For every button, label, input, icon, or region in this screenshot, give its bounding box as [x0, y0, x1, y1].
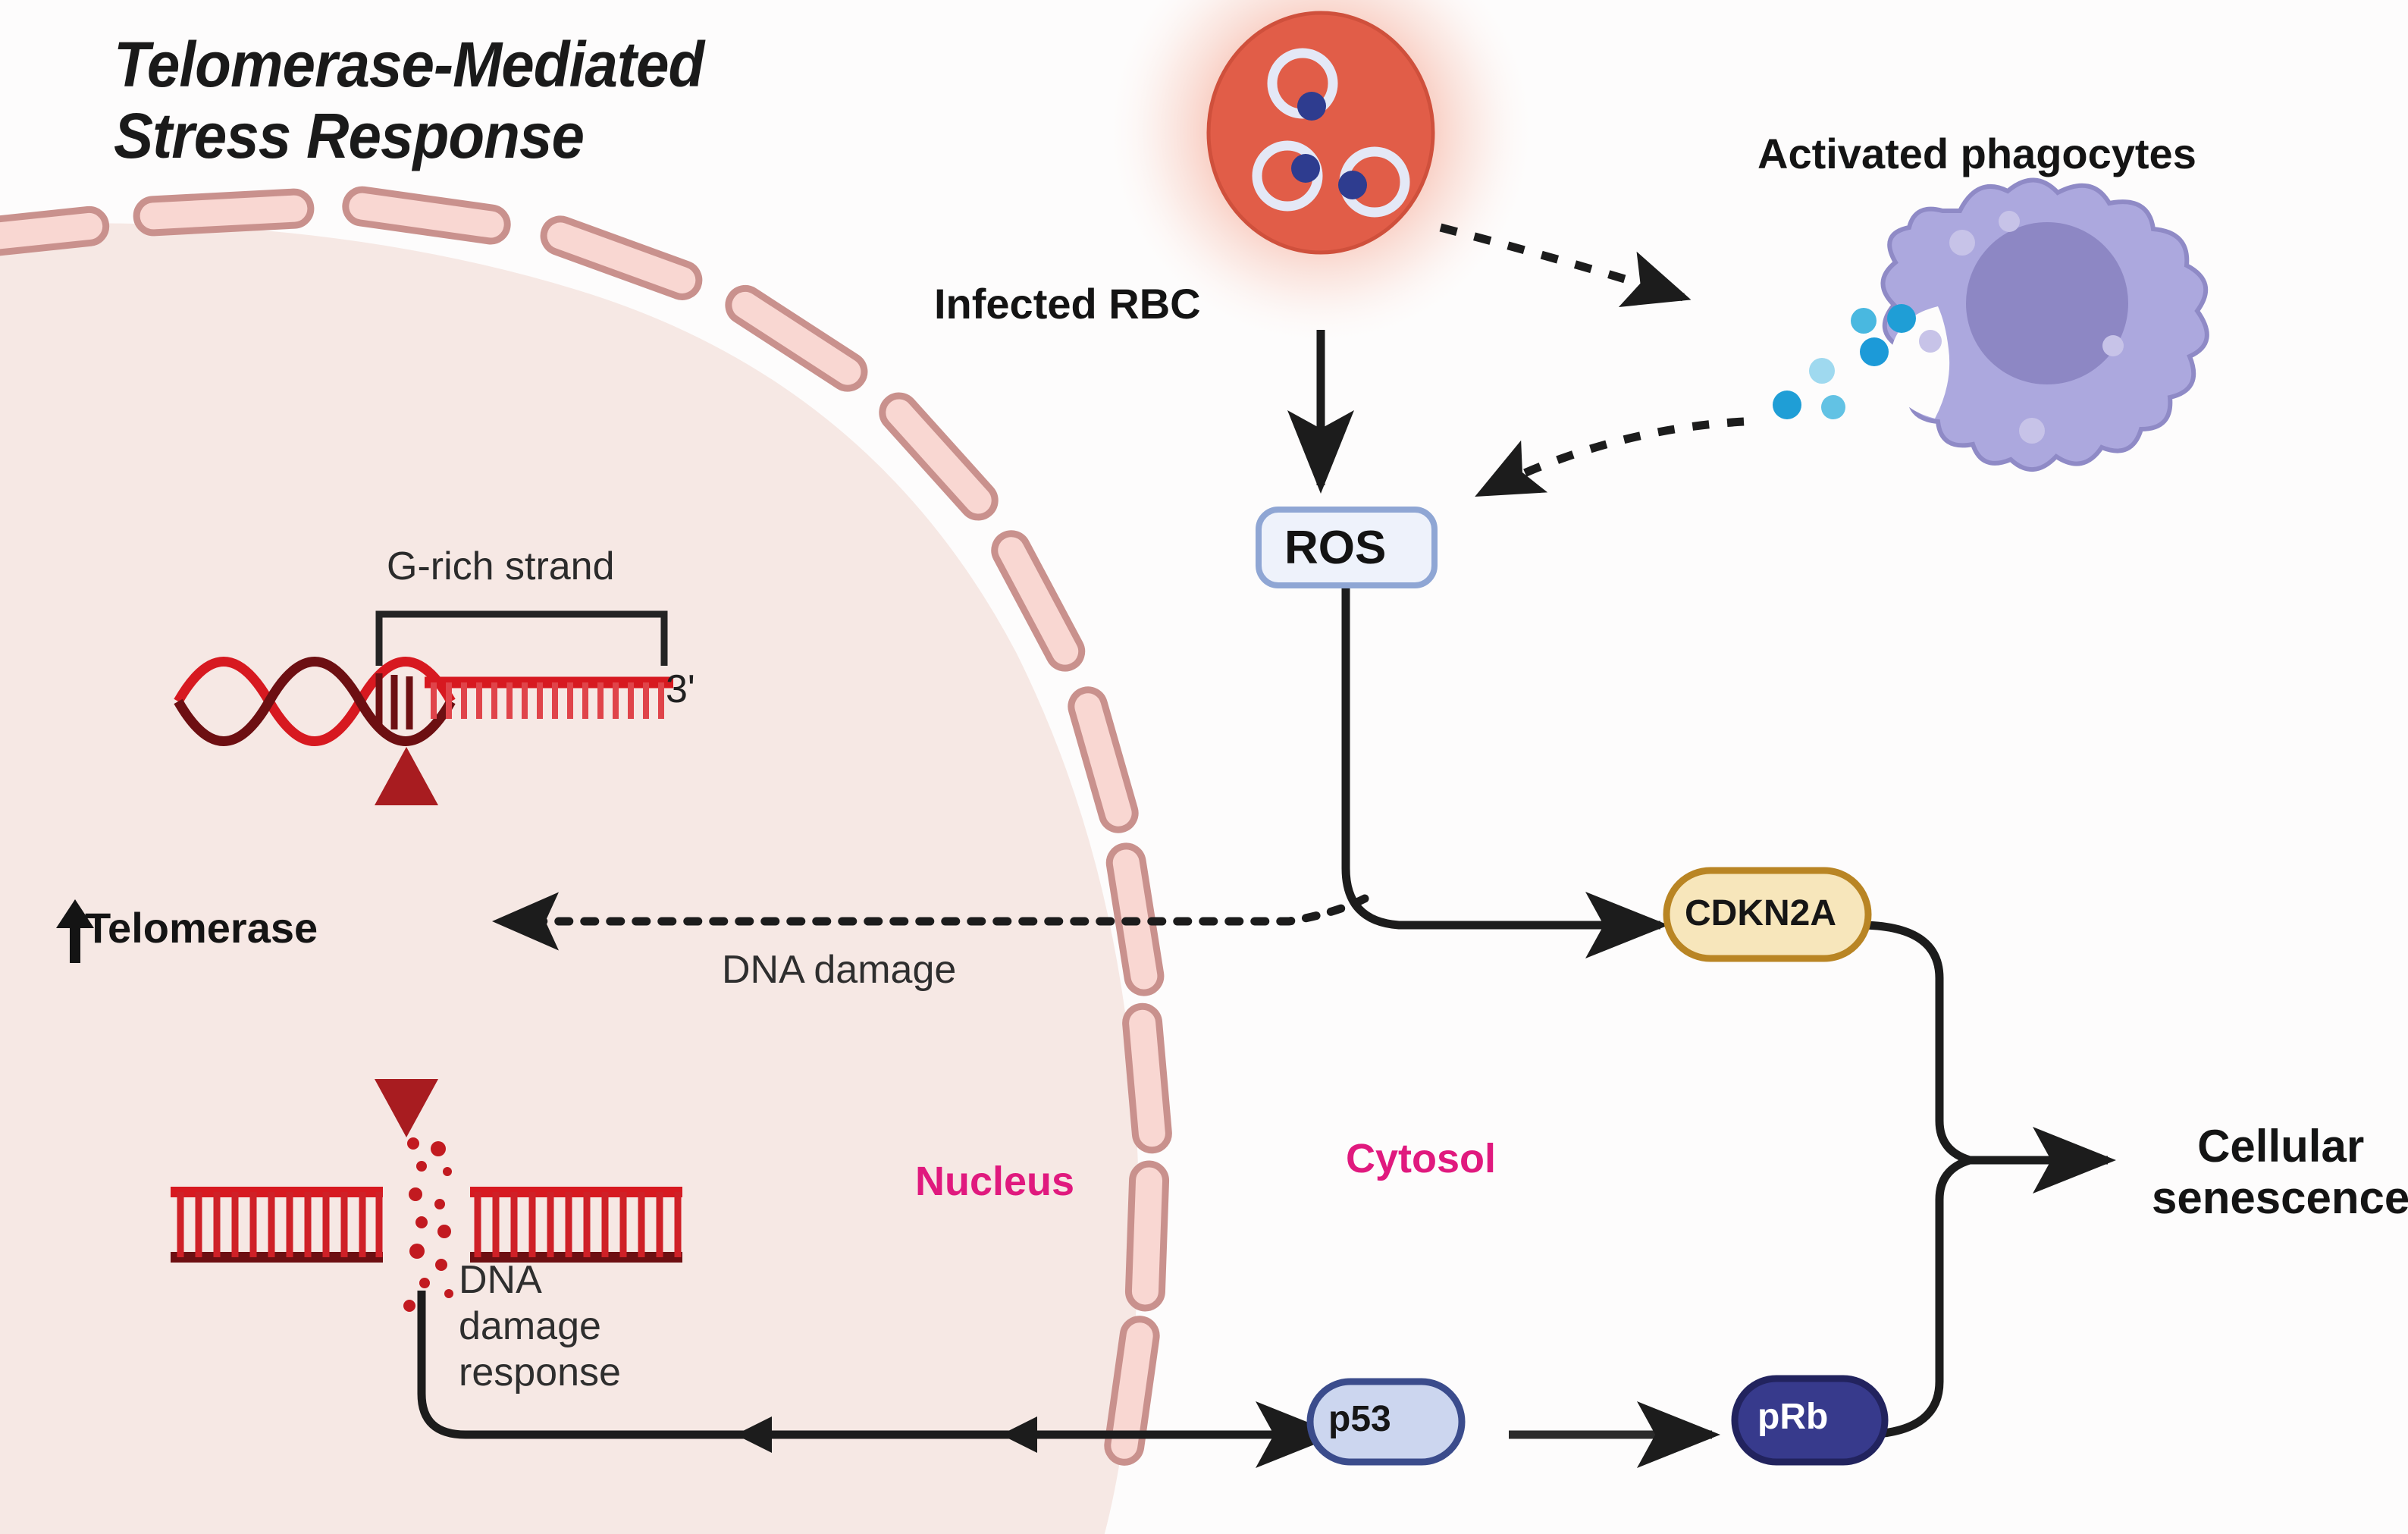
- node-ros[interactable]: [1256, 507, 1438, 588]
- node-cdkn2a[interactable]: [1663, 867, 1872, 962]
- label-activated-phagocytes: Activated phagocytes: [1757, 130, 2196, 177]
- node-p53[interactable]: [1306, 1378, 1466, 1466]
- label-g-rich-strand: G-rich strand: [387, 544, 615, 588]
- telomere-dna: [174, 610, 673, 746]
- node-label-p53: p53: [1328, 1399, 1391, 1439]
- arrow-phagocyte-to-ros: [1475, 417, 1745, 497]
- arrow-rbc-to-phagocyte: [1439, 223, 1692, 307]
- label-nucleus: Nucleus: [915, 1159, 1075, 1204]
- ros-granule: [1773, 304, 1916, 419]
- g-rich-bracket: [375, 610, 668, 666]
- connector-cdkn2a-junction: [1858, 921, 1971, 1165]
- telomerase-double-arrow: [375, 747, 438, 1137]
- label-telomerase: Telomerase: [85, 904, 318, 952]
- arrowhead-mid: [735, 1416, 772, 1453]
- nuclear-envelope: [0, 186, 1172, 1466]
- up-arrow-icon: [56, 899, 94, 963]
- parasite-ring: [1252, 140, 1323, 212]
- arrowhead-mid: [1001, 1416, 1037, 1453]
- node-label-ros: ROS: [1284, 522, 1387, 574]
- label-three-prime-end: 3': [666, 667, 695, 711]
- broken-dna: [171, 1137, 682, 1312]
- nucleus-compartment: [0, 223, 1140, 1534]
- node-label-cdkn2a: CDKN2A: [1685, 893, 1837, 933]
- label-cytosol: Cytosol: [1346, 1136, 1497, 1181]
- label-dna-damage: DNA damage: [722, 948, 957, 992]
- node-prb[interactable]: [1731, 1375, 1889, 1466]
- parasite-ring: [1267, 48, 1338, 121]
- activated-phagocyte-cell: [1773, 177, 2209, 472]
- arrow-ddr-to-p53: [417, 1291, 1339, 1468]
- infected-rbc-cell: [1101, 0, 1541, 351]
- arrow-ros-to-cdkn2a: [1341, 585, 1669, 958]
- label-infected-rbc: Infected RBC: [934, 280, 1201, 328]
- dna-fragments: [403, 1137, 453, 1312]
- arrow-dna-damage: [492, 892, 1369, 951]
- parasite-ring: [1338, 146, 1410, 218]
- node-label-prb: pRb: [1757, 1397, 1829, 1437]
- connector-prb-junction: [1858, 1156, 1971, 1439]
